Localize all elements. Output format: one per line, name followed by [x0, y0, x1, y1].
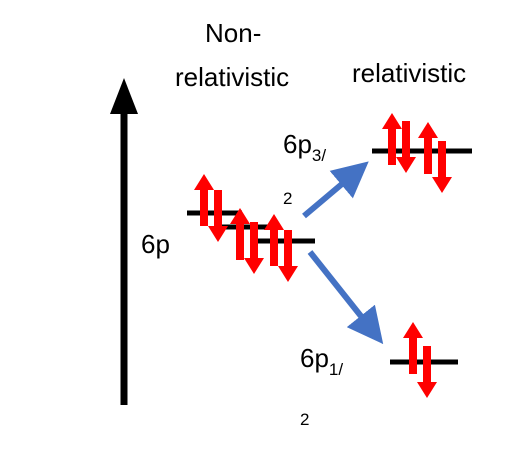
relativistic-label: relativistic [352, 58, 467, 88]
level-label-6p1-2-tail: 2 [300, 410, 310, 429]
electron-down [417, 346, 437, 398]
nonrelativistic-label-line1: Non- [205, 18, 262, 48]
electron-up [418, 122, 438, 174]
electron-down [208, 190, 228, 242]
level-label-6p3-2-main: 6p [283, 129, 312, 159]
level-label-6p1-2-sub: 1/ [328, 360, 344, 379]
split-arrow-down [307, 250, 384, 345]
level-label-6p1-2: 6p1/ [300, 343, 343, 378]
electron-down [432, 141, 452, 193]
electron-up [230, 208, 250, 260]
level-label-6p: 6p [141, 229, 170, 259]
electron-down [278, 230, 298, 282]
level-label-6p3-2: 6p3/ [283, 129, 326, 164]
electron-up [264, 214, 284, 266]
level-label-6p3-2-sub: 3/ [311, 146, 327, 165]
electron-down [396, 121, 416, 173]
energy-axis-arrowhead [110, 78, 138, 114]
level-label-6p3-2-tail: 2 [283, 189, 293, 208]
split-arrow-up [302, 161, 369, 219]
nonrelativistic-label-line2: relativistic [175, 62, 290, 92]
electron-down [244, 222, 264, 274]
electron-up [403, 322, 423, 374]
level-label-6p1-2-main: 6p [300, 343, 329, 373]
electron-up [194, 174, 214, 226]
electron-up [382, 113, 402, 165]
